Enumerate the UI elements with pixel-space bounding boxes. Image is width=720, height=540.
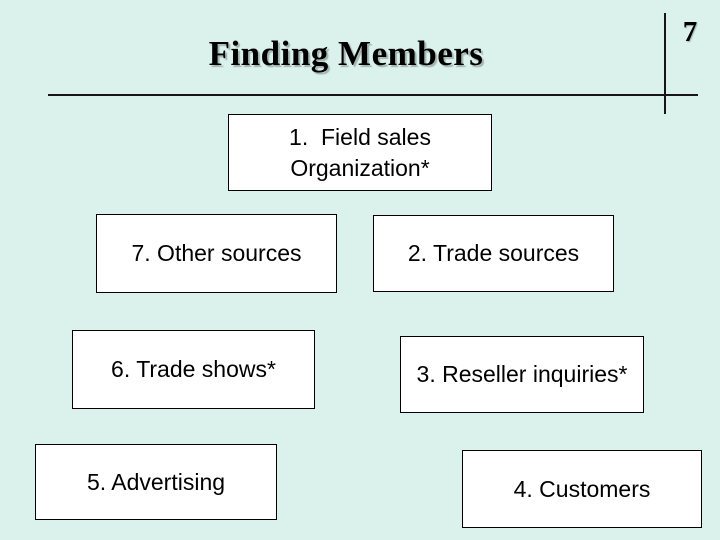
box-label-line: 4. Customers bbox=[513, 475, 651, 502]
slide-title: Finding Members bbox=[208, 34, 484, 73]
box-label-line: Organization* bbox=[290, 154, 430, 181]
title-underline bbox=[48, 94, 698, 96]
box-label-line: 6. Trade shows* bbox=[111, 356, 276, 382]
box-label-line: 2. Trade sources bbox=[407, 240, 580, 266]
box-label-line: 3. Reseller inquiries* bbox=[416, 361, 628, 387]
box-label-line: 5. Advertising bbox=[86, 468, 226, 495]
box-advertising: 5. Advertising bbox=[35, 444, 277, 520]
box-customers: 4. Customers bbox=[462, 450, 702, 528]
box-trade-sources: 2. Trade sources bbox=[373, 215, 614, 292]
page-number-divider bbox=[664, 13, 666, 114]
box-reseller-inquiries: 3. Reseller inquiries* bbox=[400, 336, 644, 413]
page-number: 7 bbox=[682, 16, 698, 48]
box-label-line: 7. Other sources bbox=[131, 240, 302, 266]
box-label-line: 1. Field sales bbox=[289, 123, 431, 150]
box-field-sales-organization: 1. Field sales Organization* bbox=[228, 114, 492, 191]
box-other-sources: 7. Other sources bbox=[96, 214, 337, 293]
box-trade-shows: 6. Trade shows* bbox=[72, 330, 315, 409]
